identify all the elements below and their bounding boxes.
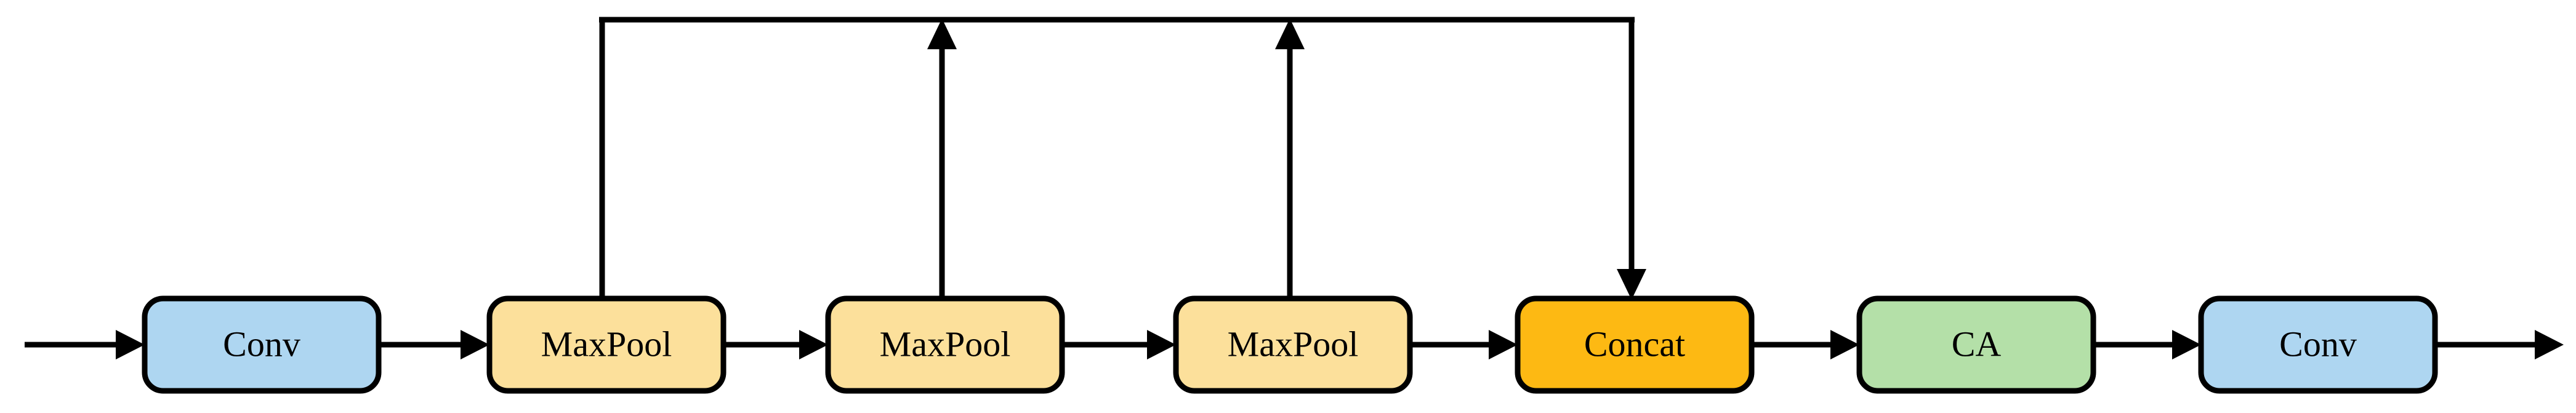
- edge-maxpool-2-to-maxpool-3: [1062, 330, 1176, 359]
- node-conv-in[interactable]: Conv: [142, 295, 382, 394]
- edge-maxpool-2-to-maxpool-3-arrowhead-icon: [1147, 330, 1176, 359]
- skip-riser-maxpool-2: [927, 18, 957, 301]
- node-conv-in-box[interactable]: [142, 295, 382, 394]
- edge-input: [25, 330, 145, 359]
- node-ca-box[interactable]: [1856, 295, 2096, 394]
- edge-concat-to-ca: [1752, 330, 1859, 359]
- edge-layer: [25, 17, 2564, 359]
- skip-riser-maxpool-2-arrowhead-icon: [927, 18, 957, 49]
- node-maxpool-1-box[interactable]: [486, 295, 727, 394]
- edge-input-arrowhead-icon: [116, 330, 145, 359]
- node-maxpool-1[interactable]: MaxPool: [486, 295, 727, 394]
- node-maxpool-2-box[interactable]: [825, 295, 1065, 394]
- edge-conv-in-to-maxpool-1: [379, 330, 489, 359]
- edge-ca-to-conv-out-arrowhead-icon: [2172, 330, 2201, 359]
- node-maxpool-2[interactable]: MaxPool: [825, 295, 1065, 394]
- skip-drop-to-concat-arrowhead-icon: [1617, 269, 1646, 300]
- edge-ca-to-conv-out: [2093, 330, 2201, 359]
- edge-output: [2435, 330, 2564, 359]
- node-conv-out[interactable]: Conv: [2198, 295, 2438, 394]
- node-maxpool-3[interactable]: MaxPool: [1173, 295, 1413, 394]
- skip-riser-maxpool-3: [1275, 18, 1305, 301]
- edge-output-arrowhead-icon: [2535, 330, 2564, 359]
- node-concat-box[interactable]: [1515, 295, 1755, 394]
- node-conv-out-box[interactable]: [2198, 295, 2438, 394]
- edge-maxpool-1-to-maxpool-2-arrowhead-icon: [799, 330, 828, 359]
- node-concat[interactable]: Concat: [1515, 295, 1755, 394]
- node-ca[interactable]: CA: [1856, 295, 2096, 394]
- edge-maxpool-1-to-maxpool-2: [723, 330, 828, 359]
- node-maxpool-3-box[interactable]: [1173, 295, 1413, 394]
- skip-drop-to-concat: [1617, 20, 1646, 300]
- edge-maxpool-3-to-concat-arrowhead-icon: [1489, 330, 1518, 359]
- edge-maxpool-3-to-concat: [1410, 330, 1518, 359]
- node-layer: Conv MaxPool MaxPool MaxPool Concat: [142, 295, 2438, 394]
- edge-concat-to-ca-arrowhead-icon: [1830, 330, 1859, 359]
- skip-riser-maxpool-3-arrowhead-icon: [1275, 18, 1305, 49]
- edge-conv-in-to-maxpool-1-arrowhead-icon: [461, 330, 489, 359]
